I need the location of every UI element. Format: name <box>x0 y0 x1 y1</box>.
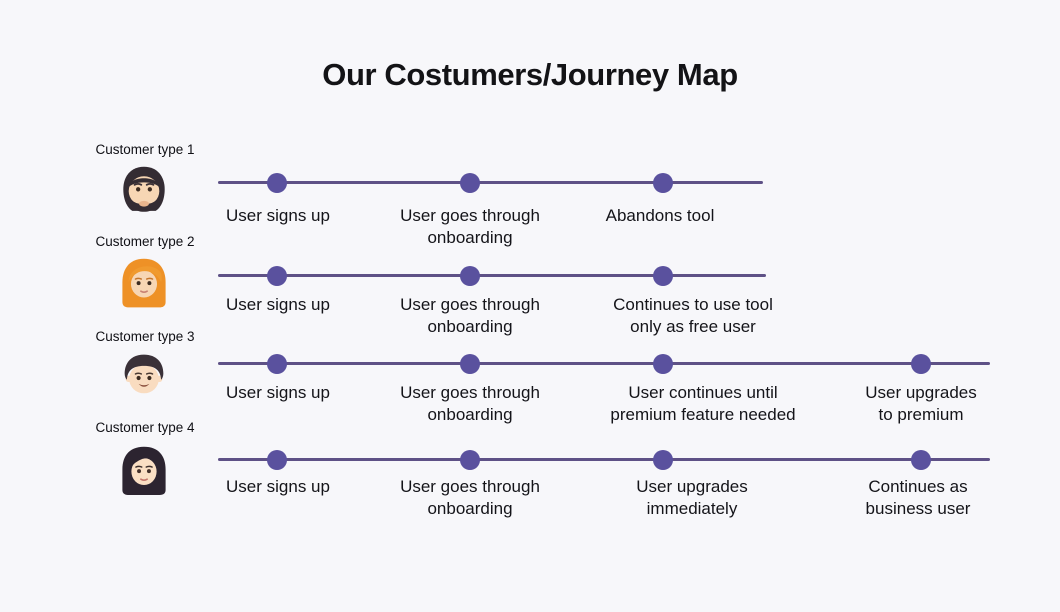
milestone-label: User upgrades immediately <box>636 477 748 518</box>
timeline-dot <box>267 450 287 470</box>
timeline-dot <box>460 173 480 193</box>
milestone-label: User upgrades to premium <box>865 383 977 424</box>
timeline-dot <box>267 266 287 286</box>
milestone-label: User signs up <box>226 295 330 314</box>
timeline-dot <box>653 450 673 470</box>
page-title: Our Costumers/Journey Map <box>322 57 738 92</box>
milestone-label: User goes through onboarding <box>400 477 540 518</box>
timeline-dot <box>653 354 673 374</box>
bearded-man-emoji <box>117 163 171 221</box>
timeline-dot <box>911 354 931 374</box>
timeline-dot <box>653 173 673 193</box>
customer-type-1-label: Customer type 1 <box>95 142 195 157</box>
timeline-line <box>218 181 763 184</box>
milestone-label: User goes through onboarding <box>400 383 540 424</box>
timeline-dot <box>911 450 931 470</box>
milestone-label: User signs up <box>226 206 330 225</box>
milestone-label: Abandons tool <box>605 206 715 225</box>
timeline-dot <box>460 266 480 286</box>
timeline-dot <box>460 450 480 470</box>
red-haired-woman-emoji <box>117 255 171 313</box>
milestone-label: User continues until premium feature nee… <box>610 383 796 424</box>
timeline-line <box>218 458 990 461</box>
milestone-label: User goes through onboarding <box>400 295 540 336</box>
customer-type-3-label: Customer type 3 <box>95 329 195 344</box>
customer-type-4-label: Customer type 4 <box>95 420 195 435</box>
timeline-dot <box>653 266 673 286</box>
milestone-label: User signs up <box>226 383 330 402</box>
milestone-label: User goes through onboarding <box>400 206 540 247</box>
milestone-label: Continues as business user <box>865 477 971 518</box>
milestone-label: Continues to use tool only as free user <box>613 295 773 336</box>
timeline-line <box>218 362 990 365</box>
boy-emoji <box>117 349 171 407</box>
customer-type-2-label: Customer type 2 <box>95 234 195 249</box>
timeline-dot <box>460 354 480 374</box>
timeline-line <box>218 274 766 277</box>
dark-haired-woman-emoji <box>117 443 171 501</box>
timeline-dot <box>267 354 287 374</box>
milestone-label: User signs up <box>226 477 330 496</box>
timeline-dot <box>267 173 287 193</box>
